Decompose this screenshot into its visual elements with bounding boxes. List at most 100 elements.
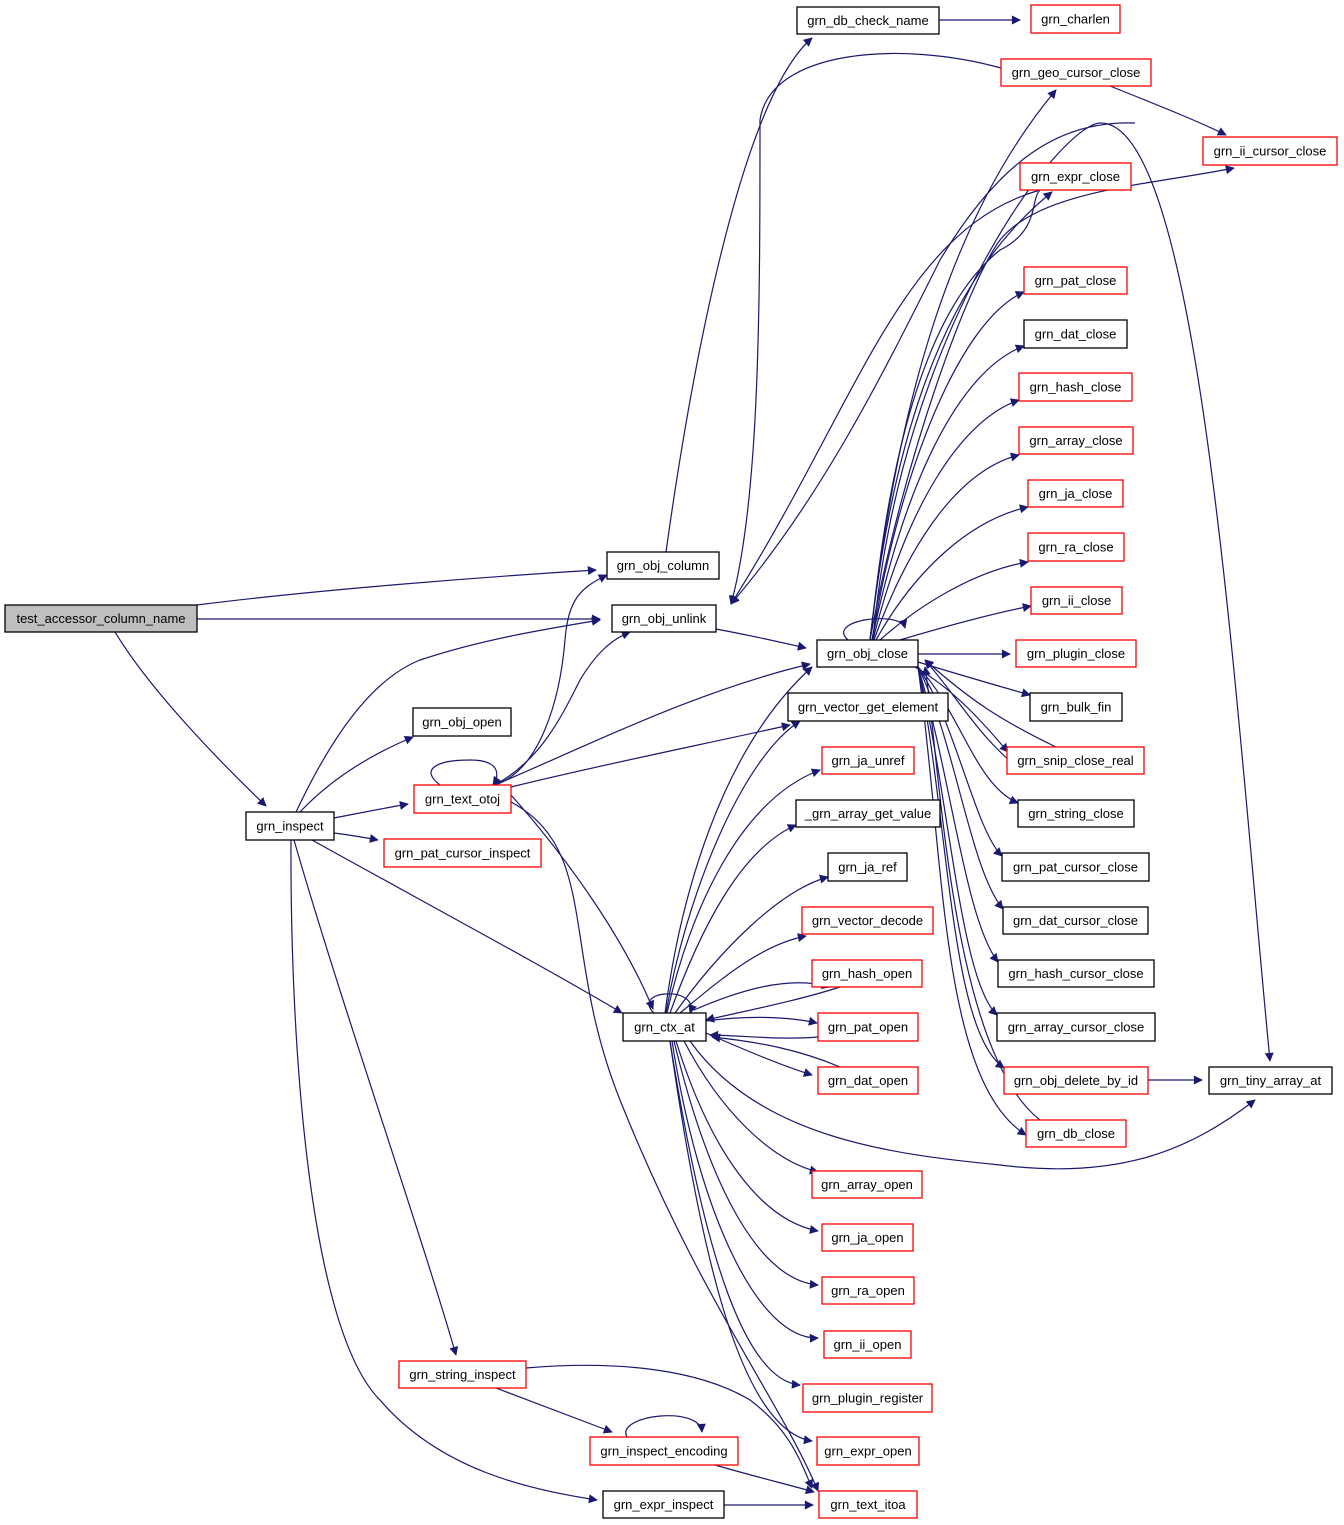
node-expr-close[interactable]: grn_expr_close — [1019, 162, 1132, 191]
node-root[interactable]: test_accessor_column_name — [4, 604, 198, 633]
node-ja-close[interactable]: grn_ja_close — [1027, 479, 1124, 508]
node-ii-cursor-close[interactable]: grn_ii_cursor_close — [1202, 136, 1338, 166]
node-box — [802, 1383, 933, 1413]
node-ja-open[interactable]: grn_ja_open — [821, 1223, 914, 1252]
node-pat-cursor-close[interactable]: grn_pat_cursor_close — [1001, 852, 1150, 882]
node-label: grn_ja_ref — [838, 860, 897, 875]
node-array-close[interactable]: grn_array_close — [1018, 426, 1134, 455]
node-inspect-encoding[interactable]: grn_inspect_encoding — [589, 1436, 739, 1466]
edge-obj_close-to-ii_close — [899, 603, 1032, 641]
node-inspect[interactable]: grn_inspect — [245, 811, 335, 841]
node-string-inspect[interactable]: grn_string_inspect — [398, 1360, 527, 1389]
edge-obj_close-to-tiny_array_at — [872, 122, 1274, 1062]
node-ja-unref[interactable]: grn_ja_unref — [821, 746, 915, 775]
edge-geo_cursor_close-to-ii_cursor_close — [1109, 85, 1227, 136]
node-label: grn_charlen — [1041, 12, 1110, 27]
node-hash-cursor-close[interactable]: grn_hash_cursor_close — [997, 959, 1155, 988]
node-label: grn_expr_inspect — [614, 1497, 714, 1512]
node-string-close[interactable]: grn_string_close — [1017, 799, 1135, 828]
node-ra-open[interactable]: grn_ra_open — [821, 1276, 915, 1305]
node-bulk-fin[interactable]: grn_bulk_fin — [1029, 692, 1123, 722]
edge-ctx_at-to-vector_get_element — [665, 720, 801, 1014]
node-obj-close[interactable]: grn_obj_close — [816, 639, 919, 668]
node-label: grn_pat_cursor_close — [1013, 860, 1138, 875]
node-label: test_accessor_column_name — [16, 611, 185, 626]
node-label: grn_string_close — [1028, 806, 1123, 821]
node-obj-column[interactable]: grn_obj_column — [606, 551, 720, 580]
node-box — [795, 799, 941, 828]
node-expr-open[interactable]: grn_expr_open — [816, 1436, 920, 1466]
node-box — [1001, 852, 1150, 882]
edge-inspect_encoding-to-text_itoa — [714, 1464, 815, 1495]
node-ii-close[interactable]: grn_ii_close — [1030, 586, 1123, 615]
node-pat-cursor-inspect[interactable]: grn_pat_cursor_inspect — [383, 838, 542, 868]
node-pat-close[interactable]: grn_pat_close — [1023, 266, 1128, 295]
node-array-open[interactable]: grn_array_open — [811, 1170, 923, 1199]
node-label: grn_ja_unref — [832, 753, 905, 768]
edge-ctx_at-to-obj_close — [664, 666, 813, 1014]
node-box — [383, 838, 542, 868]
node-box — [1002, 906, 1149, 935]
edge-text_otoj-to-obj_close — [494, 661, 811, 786]
node-label: grn_snip_close_real — [1017, 753, 1133, 768]
node-vector-get-element[interactable]: grn_vector_get_element — [787, 692, 949, 722]
node-plugin-register[interactable]: grn_plugin_register — [802, 1383, 933, 1413]
node-label: grn_text_itoa — [830, 1497, 906, 1512]
node-hash-close[interactable]: grn_hash_close — [1018, 372, 1133, 402]
node-pat-open[interactable]: grn_pat_open — [817, 1012, 919, 1042]
node-plugin-close[interactable]: grn_plugin_close — [1015, 639, 1137, 668]
edge-root-to-inspect — [114, 631, 267, 807]
edge-obj_close-to-ra_close — [879, 558, 1029, 641]
node-obj-unlink[interactable]: grn_obj_unlink — [611, 604, 717, 633]
node-text-itoa[interactable]: grn_text_itoa — [818, 1490, 918, 1519]
node-ja-ref[interactable]: grn_ja_ref — [827, 852, 908, 882]
edge-obj_close-to-array_close — [873, 452, 1020, 641]
node-label: grn_ii_open — [834, 1337, 902, 1352]
edge-ctx_at-to-array_get_value — [669, 824, 797, 1014]
node-array-cursor-close[interactable]: grn_array_cursor_close — [996, 1012, 1156, 1042]
node-vector-decode[interactable]: grn_vector_decode — [801, 906, 934, 935]
node-label: grn_obj_column — [617, 558, 710, 573]
node-obj-open[interactable]: grn_obj_open — [412, 707, 512, 737]
node-box — [787, 692, 949, 722]
node-label: grn_obj_open — [422, 715, 502, 730]
edge-text_otoj-to-obj_unlink — [494, 630, 631, 786]
node-db-check-name[interactable]: grn_db_check_name — [796, 6, 940, 35]
node-label: grn_array_close — [1029, 433, 1122, 448]
node-obj-delete-by-id[interactable]: grn_obj_delete_by_id — [1003, 1066, 1149, 1095]
node-geo-cursor-close[interactable]: grn_geo_cursor_close — [1000, 58, 1152, 87]
node-charlen[interactable]: grn_charlen — [1030, 4, 1121, 34]
node-box — [816, 1436, 920, 1466]
node-snip-close-real[interactable]: grn_snip_close_real — [1006, 746, 1145, 775]
edge-obj_close-to-bulk_fin — [917, 661, 1031, 698]
node-text-otoj[interactable]: grn_text_otoj — [413, 784, 512, 814]
node-label: grn_ja_close — [1039, 486, 1113, 501]
node-box — [827, 852, 908, 882]
node-ctx-at[interactable]: grn_ctx_at — [622, 1012, 707, 1042]
node-ra-close[interactable]: grn_ra_close — [1027, 532, 1125, 562]
edge-inspect-to-obj_unlink — [295, 616, 601, 813]
edge-string_inspect-to-text_itoa — [525, 1364, 813, 1489]
node-label: grn_array_cursor_close — [1008, 1020, 1145, 1035]
node-tiny-array-at[interactable]: grn_tiny_array_at — [1208, 1066, 1333, 1095]
node-hash-open[interactable]: grn_hash_open — [811, 959, 923, 988]
node-label: grn_obj_close — [827, 646, 908, 661]
edge-inspect-to-string_inspect — [293, 839, 459, 1356]
node-db-close[interactable]: grn_db_close — [1025, 1119, 1127, 1148]
node-dat-cursor-close[interactable]: grn_dat_cursor_close — [1002, 906, 1149, 935]
node-dat-close[interactable]: grn_dat_close — [1023, 319, 1128, 349]
edge-inspect-to-ctx_at — [311, 839, 623, 1014]
node-box — [1018, 426, 1134, 455]
node-box — [1000, 58, 1152, 87]
edge-obj_close-to-pat_close — [871, 291, 1025, 641]
node-expr-inspect[interactable]: grn_expr_inspect — [602, 1490, 725, 1519]
node-dat-open[interactable]: grn_dat_open — [817, 1066, 919, 1095]
node-box — [4, 604, 198, 633]
node-box — [413, 784, 512, 814]
edge-obj_close-to-array_cursor_close — [917, 666, 998, 1016]
node-ii-open[interactable]: grn_ii_open — [823, 1330, 912, 1359]
edge-ctx_at-to-tiny_array_at — [689, 1040, 1256, 1170]
node-array-get-value[interactable]: _grn_array_get_value — [795, 799, 941, 828]
node-box — [811, 959, 923, 988]
edge-obj_unlink-to-obj_close — [715, 628, 807, 651]
